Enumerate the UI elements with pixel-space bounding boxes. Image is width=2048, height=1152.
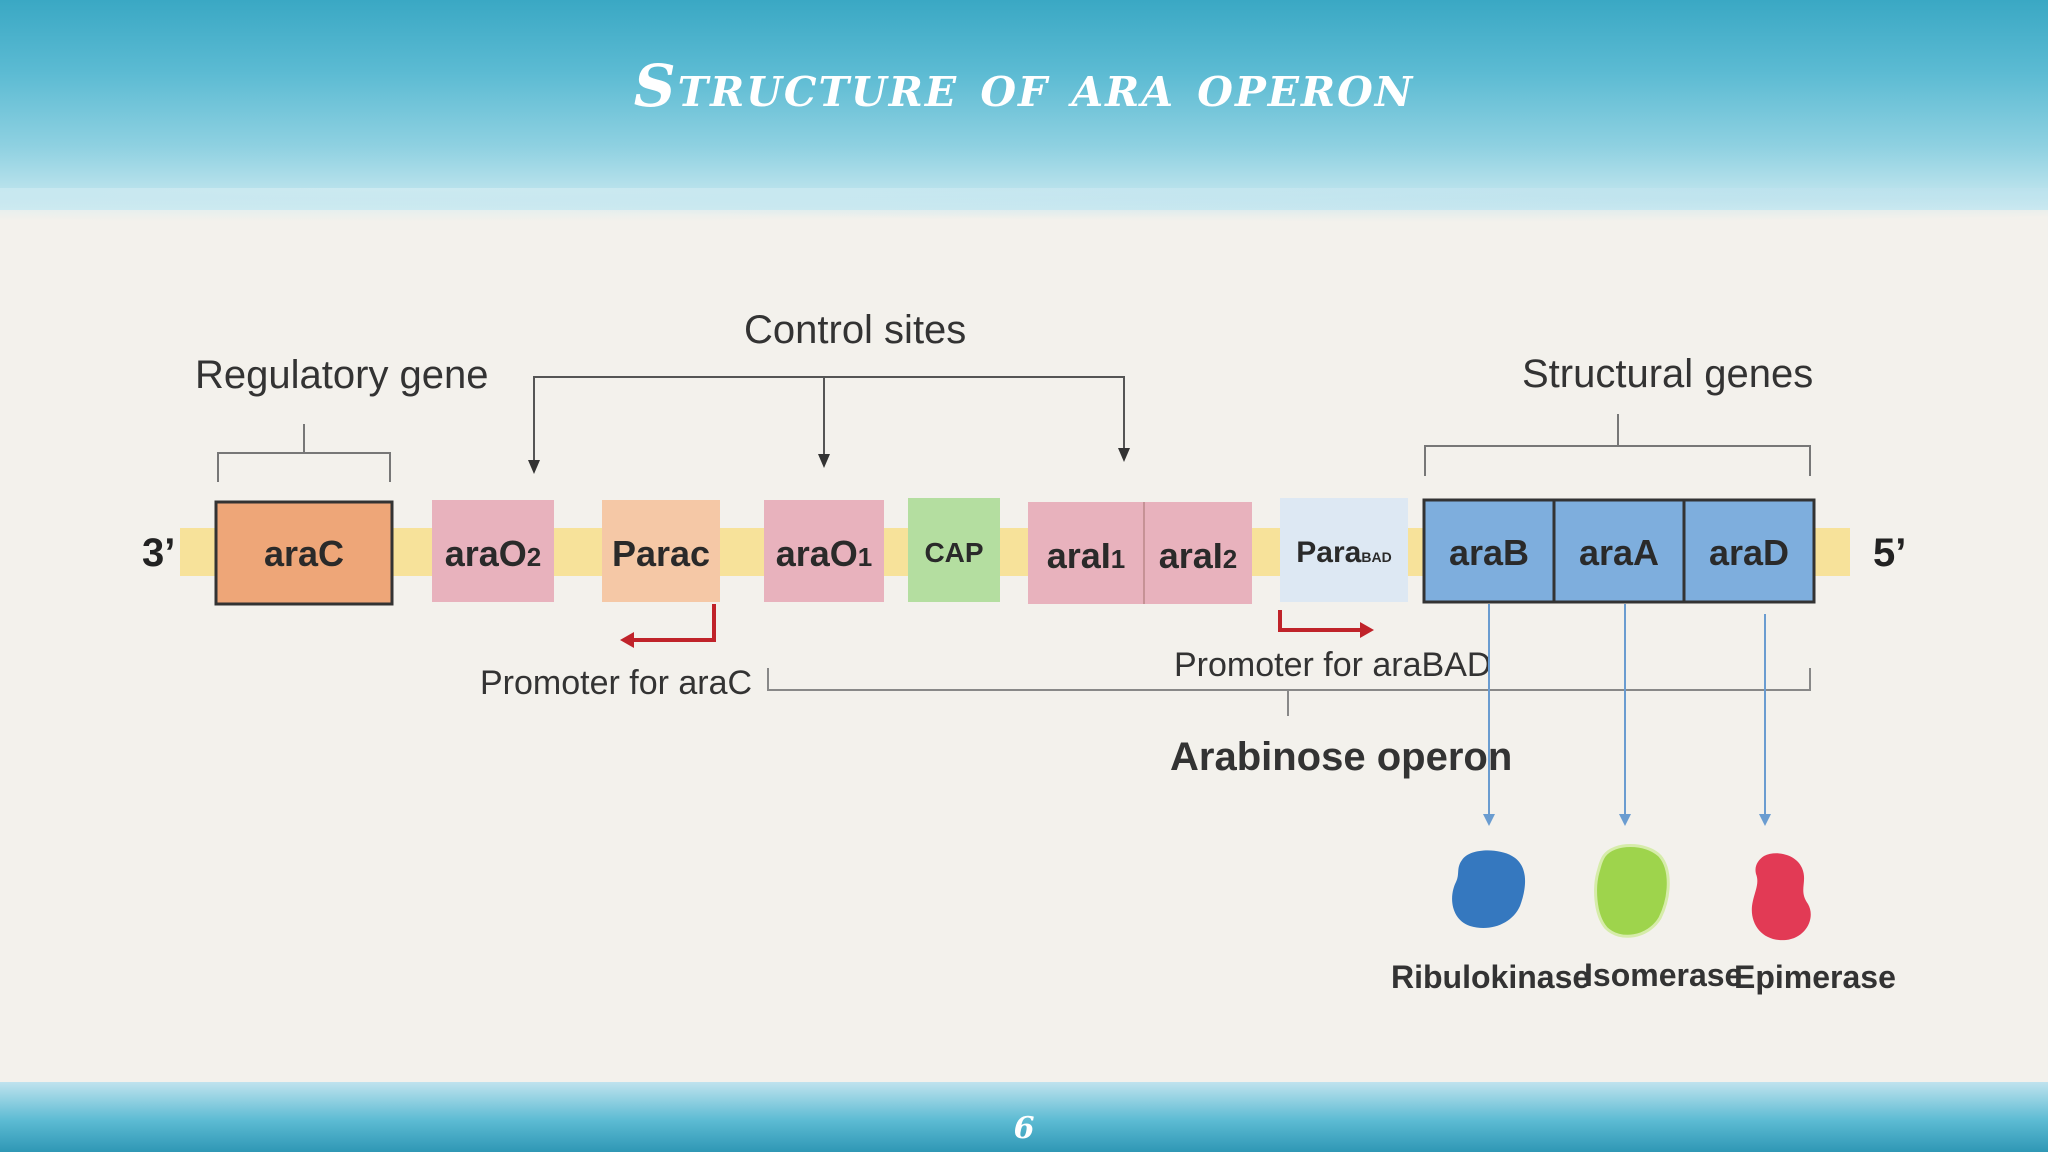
parabad-subscript: BAD (1361, 549, 1391, 565)
promoter-arac-label: Promoter for araC (480, 664, 752, 702)
segment-parac-label: Parac (612, 533, 710, 574)
arabinose-operon-label: Arabinose operon (1170, 735, 1512, 779)
segment-araD (1682, 498, 1816, 604)
promoter-arac-arrowhead (620, 632, 634, 648)
strand-3prime-label: 3’ (142, 531, 175, 575)
segment-araI2 (1144, 502, 1252, 604)
header-band (0, 0, 2048, 228)
epimerase-protein-blob (1751, 853, 1811, 941)
isomerase-protein-blob (1594, 844, 1670, 938)
ribulokinase-protein-blob (1452, 850, 1526, 928)
segment-araO2-label: araO2 (445, 533, 542, 574)
araO1-main-text: araO (776, 533, 858, 574)
araI1-subscript: 1 (1111, 544, 1125, 574)
segment-araB-label: araB (1449, 532, 1529, 573)
segment-parac (602, 500, 720, 602)
segment-cap-label: CAP (924, 537, 983, 568)
segment-araO2 (432, 500, 554, 602)
control-sites-label: Control sites (744, 308, 966, 352)
segment-araC-label: araC (264, 533, 344, 574)
footer-band (0, 1082, 2048, 1152)
segment-parabad-label: ParaBAD (1296, 536, 1391, 569)
araA-to-protein-arrowhead (1619, 814, 1631, 826)
promoter-arabad-arrow (1278, 610, 1362, 632)
ribulokinase-label: Ribulokinase (1391, 959, 1590, 995)
araI2-subscript: 2 (1223, 544, 1237, 574)
araO2-subscript: 2 (527, 542, 541, 572)
araO2-main-text: araO (445, 533, 527, 574)
promoter-arabad-arrowhead (1360, 622, 1374, 638)
structural-genes-label: Structural genes (1522, 352, 1813, 396)
strand-5prime-label: 5’ (1873, 531, 1906, 575)
promoter-arac-arrow (630, 604, 716, 642)
segment-araO1 (764, 500, 884, 602)
control-arrow-left (528, 460, 540, 474)
segment-cap (908, 498, 1000, 602)
segment-araI1-label: araI1 (1047, 535, 1126, 576)
segment-araB (1422, 498, 1556, 604)
segment-araO1-label: araO1 (776, 533, 873, 574)
segment-araI2-label: araI2 (1159, 535, 1238, 576)
page-number: 6 (1013, 1111, 1035, 1146)
segment-araI1 (1028, 502, 1144, 604)
segment-araA (1552, 498, 1686, 604)
slide-title: Structure of ara operon (633, 52, 1415, 120)
control-sites-bracket (533, 376, 1125, 468)
segment-araD-label: araD (1709, 532, 1789, 573)
araD-to-protein-arrowhead (1759, 814, 1771, 826)
araB-to-protein-arrowhead (1483, 814, 1495, 826)
araO1-subscript: 1 (858, 542, 872, 572)
araI1-main-text: araI (1047, 535, 1111, 576)
regulatory-gene-label: Regulatory gene (195, 353, 489, 397)
control-arrow-mid (818, 454, 830, 468)
segment-parabad (1280, 498, 1408, 602)
regulatory-bracket (217, 424, 391, 482)
parabad-main-text: Para (1296, 536, 1361, 569)
segment-araA-label: araA (1579, 532, 1659, 573)
epimerase-label: Epimerase (1734, 959, 1896, 995)
araI2-main-text: araI (1159, 535, 1223, 576)
isomerase-label: Isomerase (1584, 957, 1742, 993)
control-arrow-right (1118, 448, 1130, 462)
segment-araC (214, 500, 394, 606)
structural-bracket (1424, 414, 1811, 476)
promoter-arabad-label: Promoter for araBAD (1174, 646, 1491, 684)
operon-bracket (767, 668, 1811, 716)
